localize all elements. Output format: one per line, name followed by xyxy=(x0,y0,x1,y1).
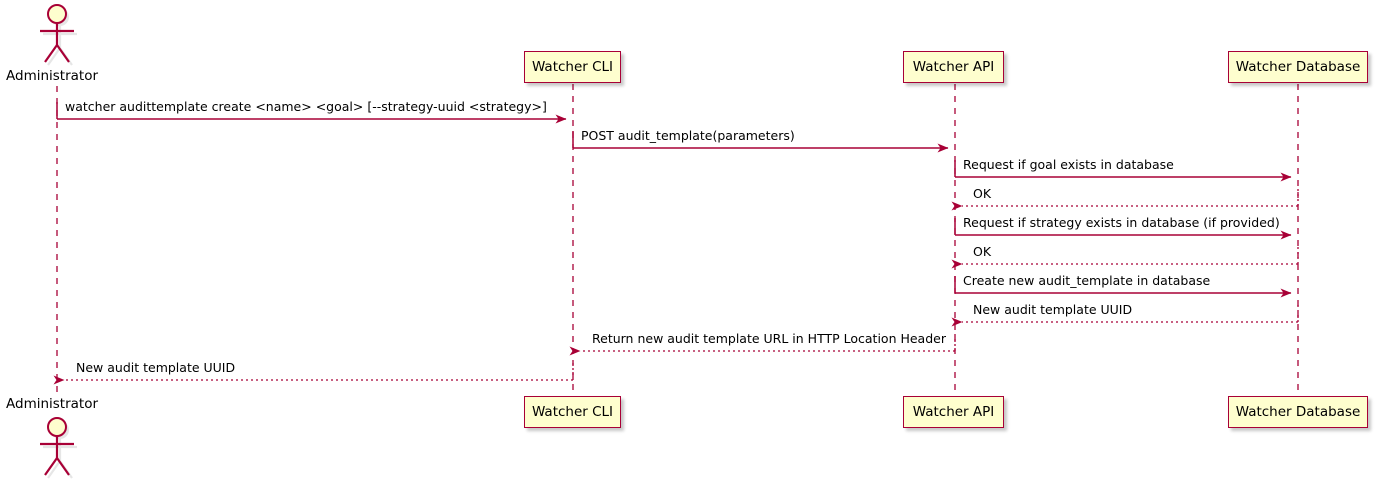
participant-label-watcher-cli-bottom: Watcher CLI xyxy=(531,404,614,420)
message-arrow-6 xyxy=(951,247,1299,269)
message-label-9: Return new audit template URL in HTTP Lo… xyxy=(592,331,946,346)
message-label-5: Request if strategy exists in database (… xyxy=(963,215,1280,230)
message-arrow-3 xyxy=(954,160,1292,182)
actor-label-administrator-bottom: Administrator xyxy=(6,396,99,412)
participant-box-watcher-api-top[interactable]: Watcher API xyxy=(903,51,1004,83)
actor-icon-administrator-top xyxy=(40,4,77,66)
participant-label-watcher-database-top: Watcher Database xyxy=(1235,59,1361,75)
message-label-2: POST audit_template(parameters) xyxy=(581,128,795,143)
message-label-8: New audit template UUID xyxy=(973,302,1133,317)
message-label-4: OK xyxy=(973,186,992,201)
participant-label-watcher-cli-top: Watcher CLI xyxy=(531,59,614,75)
message-arrow-2 xyxy=(572,131,949,153)
message-label-1: watcher audittemplate create <name> <goa… xyxy=(65,99,547,114)
actor-label-administrator-top: Administrator xyxy=(6,68,99,84)
participant-box-watcher-api-bottom[interactable]: Watcher API xyxy=(903,396,1004,428)
message-label-3: Request if goal exists in database xyxy=(963,157,1174,172)
actor-icon-administrator-bottom xyxy=(40,417,77,479)
participant-label-watcher-api-top: Watcher API xyxy=(912,59,995,75)
message-label-7: Create new audit_template in database xyxy=(963,273,1211,288)
message-arrow-5 xyxy=(954,218,1292,240)
message-label-6: OK xyxy=(973,244,992,259)
participant-box-watcher-database-top[interactable]: Watcher Database xyxy=(1228,51,1368,83)
participant-box-watcher-database-bottom[interactable]: Watcher Database xyxy=(1228,396,1368,428)
message-arrow-7 xyxy=(954,276,1292,298)
participant-box-watcher-cli-top[interactable]: Watcher CLI xyxy=(524,51,621,83)
participant-label-watcher-database-bottom: Watcher Database xyxy=(1235,404,1361,420)
message-arrow-8 xyxy=(951,305,1299,327)
message-arrow-1 xyxy=(56,102,567,124)
message-label-10: New audit template UUID xyxy=(76,360,236,375)
participant-box-watcher-cli-bottom[interactable]: Watcher CLI xyxy=(524,396,621,428)
participant-label-watcher-api-bottom: Watcher API xyxy=(912,404,995,420)
message-arrow-4 xyxy=(951,189,1299,211)
